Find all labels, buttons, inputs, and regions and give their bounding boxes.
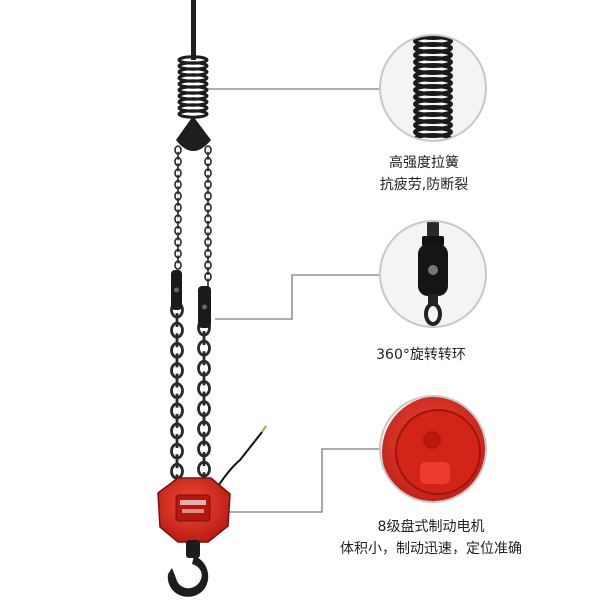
caption-swivel: 360°旋转转环 xyxy=(358,344,484,366)
caption-swivel-line1: 360°旋转转环 xyxy=(376,347,466,363)
leader-line-swivel xyxy=(215,274,380,320)
hoist-spring xyxy=(177,55,209,119)
caption-motor-line2: 体积小，制动迅速，定位准确 xyxy=(340,541,522,557)
caption-spring: 高强度拉簧 抗疲劳,防断裂 xyxy=(361,152,487,196)
hoist-rope xyxy=(191,0,196,60)
leader-lines xyxy=(206,88,380,513)
detail-circle-motor xyxy=(379,395,487,503)
hook-shank xyxy=(186,540,200,558)
caption-spring-line2: 抗疲劳,防断裂 xyxy=(379,177,469,193)
detail-circle-spring xyxy=(379,34,487,142)
caption-motor: 8级盘式制动电机 体积小，制动迅速，定位准确 xyxy=(318,516,544,560)
detail-circle-swivel xyxy=(379,220,487,328)
hoist-top-block xyxy=(176,116,211,151)
load-hook xyxy=(167,556,209,597)
chain-hoist xyxy=(157,0,267,597)
caption-motor-line1: 8级盘式制动电机 xyxy=(377,519,485,535)
power-wire xyxy=(212,431,263,495)
caption-spring-line1: 高强度拉簧 xyxy=(389,155,459,171)
hoist-chains xyxy=(170,145,212,489)
leader-line-motor xyxy=(222,448,380,513)
